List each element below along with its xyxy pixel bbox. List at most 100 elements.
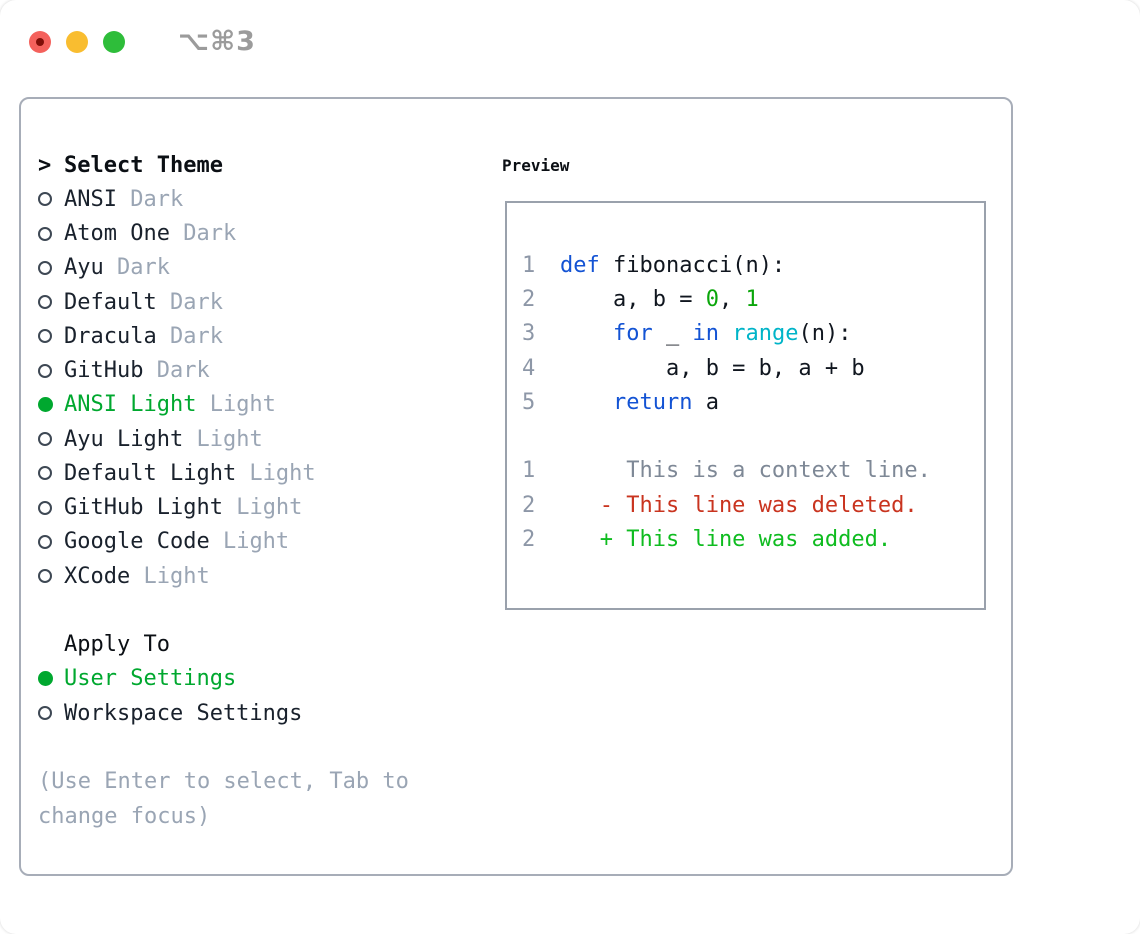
bullet-cell (38, 260, 64, 275)
radio-icon[interactable] (38, 329, 52, 344)
code-token-plain (719, 321, 732, 346)
line-number: 2 (522, 492, 536, 518)
select-theme-header: > Select Theme (38, 148, 409, 182)
theme-item-label: XCode (64, 563, 131, 589)
bullet-cell (38, 226, 64, 241)
radio-icon[interactable] (38, 432, 52, 447)
titlebar: ⌥⌘3 (29, 26, 256, 57)
theme-item[interactable]: Atom One Dark (38, 217, 409, 251)
code-token-keyword: return (612, 389, 693, 415)
theme-variant-label: Light (209, 529, 290, 555)
apply-to-option[interactable]: Workspace Settings (38, 696, 409, 730)
hint-line-1: (Use Enter to select, Tab to (38, 769, 409, 795)
line-number: 2 (522, 286, 536, 312)
blank-code-line (522, 419, 984, 453)
theme-variant-label: Dark (143, 358, 210, 384)
line-number: 5 (522, 389, 536, 415)
window-title: ⌥⌘3 (178, 26, 256, 57)
theme-item-label: Default (64, 289, 157, 315)
radio-icon[interactable] (38, 260, 52, 275)
line-number: 3 (522, 321, 536, 347)
preview-title: Preview (502, 155, 570, 175)
theme-item[interactable]: GitHub Light Light (38, 491, 409, 525)
radio-icon[interactable] (38, 706, 52, 721)
code-token-keyword: for (612, 321, 653, 347)
theme-variant-label: Dark (156, 323, 223, 349)
theme-item-label: ANSI (64, 186, 117, 212)
radio-icon[interactable] (38, 466, 52, 481)
theme-item[interactable]: ANSI Light Light (38, 388, 409, 422)
line-number: 2 (522, 527, 536, 553)
apply-to-option-label: Workspace Settings (64, 700, 303, 726)
code-token-context: This is a context line. (560, 458, 931, 484)
radio-icon[interactable] (38, 534, 52, 549)
radio-icon[interactable] (38, 569, 52, 584)
preview-header: Preview (502, 148, 569, 182)
close-button[interactable] (29, 30, 51, 53)
code-token-plain (560, 321, 613, 346)
theme-item-label: Google Code (64, 529, 210, 555)
theme-item[interactable]: ANSI Dark (38, 182, 409, 216)
theme-item[interactable]: GitHub Dark (38, 354, 409, 388)
radio-icon[interactable] (38, 500, 52, 515)
apply-to-option[interactable]: User Settings (38, 662, 409, 696)
radio-icon[interactable] (38, 192, 52, 207)
theme-item[interactable]: Google Code Light (38, 525, 409, 559)
zoom-button[interactable] (103, 30, 125, 53)
theme-item[interactable]: Ayu Light Light (38, 422, 409, 456)
code-token-number: 1 (745, 286, 759, 312)
code-line: 1 def fibonacci(n): (522, 248, 984, 282)
code-line: 4 a, b = b, a + b (522, 351, 984, 385)
theme-item[interactable]: Default Light Light (38, 456, 409, 490)
diff-block: 1 This is a context line.2 - This line w… (522, 454, 984, 557)
line-number: 4 (522, 355, 536, 381)
apply-to-option-label: User Settings (64, 666, 237, 692)
code-token-keyword: def (560, 252, 600, 278)
line-number: 1 (522, 458, 536, 484)
bullet-cell (38, 432, 64, 447)
theme-item[interactable]: Default Dark (38, 285, 409, 319)
theme-item[interactable]: Dracula Dark (38, 319, 409, 353)
bullet-cell (38, 706, 64, 721)
bullet-cell (38, 397, 64, 413)
radio-selected-icon[interactable] (38, 671, 53, 687)
apply-to-title: Apply To (64, 632, 170, 658)
hint-line-2: change focus) (38, 803, 211, 829)
record-dot-icon (36, 37, 44, 46)
theme-item[interactable]: XCode Light (38, 559, 409, 593)
theme-variant-label: Light (222, 495, 303, 521)
theme-item-label: GitHub Light (64, 495, 223, 521)
bullet-cell (38, 363, 64, 378)
theme-variant-label: Dark (156, 289, 223, 315)
spacer (38, 730, 409, 764)
code-token-number: 0 (705, 286, 719, 312)
line-number: 1 (522, 252, 536, 278)
code-token-plain: , (718, 286, 746, 312)
cursor-icon: > (38, 152, 52, 178)
theme-variant-label: Light (130, 563, 210, 589)
radio-selected-icon[interactable] (38, 397, 53, 413)
radio-icon[interactable] (38, 363, 52, 378)
diff-line: 2 - This line was deleted. (522, 488, 984, 522)
radio-icon[interactable] (38, 295, 52, 310)
code-token-plain: fibonacci(n): (599, 252, 786, 278)
bullet-cell (38, 671, 64, 687)
code-token-plain: (n): (798, 321, 852, 347)
diff-line: 1 This is a context line. (522, 454, 984, 488)
code-token-plain: a, b = b, a + b (560, 355, 865, 381)
theme-item-label: Ayu Light (64, 426, 184, 452)
theme-item[interactable]: Ayu Dark (38, 251, 409, 285)
code-token-deleted: - This line was deleted. (560, 492, 918, 518)
minimize-button[interactable] (66, 30, 88, 53)
code-line: 5 return a (522, 385, 984, 419)
bullet-cell (38, 534, 64, 549)
theme-variant-label: Light (236, 460, 316, 486)
radio-icon[interactable] (38, 226, 52, 241)
code-line: 3 for _ in range(n): (522, 317, 984, 351)
